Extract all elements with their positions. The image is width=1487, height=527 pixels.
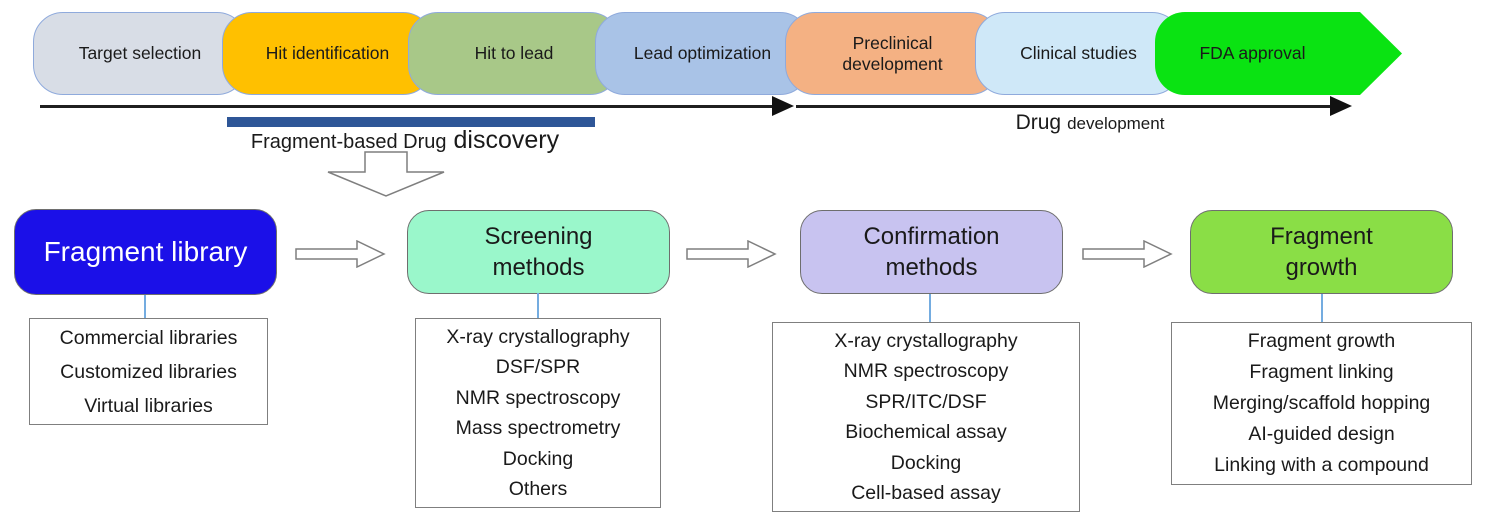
stage-hit-to-lead: Hit to lead — [408, 12, 620, 95]
stage-label: Clinical studies — [1020, 43, 1137, 64]
fragment-growth-box: Fragment growth — [1190, 210, 1453, 294]
list-item: NMR spectroscopy — [455, 386, 621, 409]
stage-hit-identification: Hit identification — [222, 12, 433, 95]
right-arrow-icon — [686, 240, 777, 268]
drug-development-label: Drug development — [990, 111, 1190, 135]
connector-line — [144, 295, 146, 318]
stage-label: Hit to lead — [474, 43, 554, 64]
list-item: DSF/SPR — [495, 356, 581, 378]
list-item: Mass spectrometry — [455, 417, 621, 439]
stage-label: Target selection — [78, 43, 202, 64]
screening-methods-list: X-ray crystallography DSF/SPR NMR spectr… — [415, 318, 661, 508]
group-title-label: Screening methods — [484, 222, 593, 281]
list-item: Biochemical assay — [845, 421, 1007, 443]
fbdd-label: Fragment-based Drug discovery — [235, 126, 575, 155]
list-item: Docking — [890, 451, 962, 474]
stage-clinical-studies: Clinical studies — [975, 12, 1182, 95]
confirmation-methods-box: Confirmation methods — [800, 210, 1063, 294]
stage-fda-approval: FDA approval — [1155, 12, 1402, 95]
drug-development-timeline-line — [796, 105, 1332, 108]
fbdd-label-regular: Fragment-based Drug — [250, 131, 447, 153]
dd-label-large: Drug — [1015, 111, 1062, 134]
list-item: Cell-based assay — [851, 482, 1001, 504]
fragment-library-box: Fragment library — [14, 209, 277, 295]
right-arrow-icon — [1082, 240, 1173, 268]
group-title-label: Fragment growth — [1270, 222, 1373, 281]
stage-target-selection: Target selection — [33, 12, 247, 95]
list-item: Fragment growth — [1247, 330, 1396, 352]
fbdd-highlight-bar — [227, 117, 595, 127]
arrowhead-icon — [772, 96, 794, 116]
list-item: Fragment linking — [1249, 361, 1394, 383]
stage-label: Preclinical development — [842, 33, 943, 74]
right-arrow-icon — [295, 240, 386, 268]
connector-line — [537, 293, 539, 318]
connector-line — [1321, 294, 1323, 322]
list-item: X-ray crystallography — [446, 325, 630, 348]
drug-discovery-timeline-line — [40, 105, 774, 108]
list-item: Commercial libraries — [59, 326, 238, 349]
stage-lead-optimization: Lead optimization — [595, 12, 810, 95]
down-arrow-icon — [327, 151, 445, 197]
list-item: Docking — [502, 447, 574, 470]
list-item: Merging/scaffold hopping — [1212, 392, 1431, 414]
stage-label: Hit identification — [265, 43, 390, 64]
screening-methods-box: Screening methods — [407, 210, 670, 294]
fragment-growth-list: Fragment growth Fragment linking Merging… — [1171, 322, 1472, 485]
stage-preclinical-development: Preclinical development — [785, 12, 1000, 95]
fbdd-label-large: discovery — [453, 126, 560, 154]
list-item: Customized libraries — [60, 360, 237, 383]
stage-label: FDA approval — [1199, 43, 1306, 64]
arrowhead-icon — [1330, 96, 1352, 116]
list-item: Linking with a compound — [1214, 454, 1429, 476]
fragment-library-list: Commercial libraries Customized librarie… — [29, 318, 268, 425]
dd-label-small: development — [1067, 114, 1165, 133]
stage-label: Lead optimization — [633, 43, 772, 64]
list-item: Others — [508, 478, 568, 500]
connector-line — [929, 294, 931, 322]
group-title-label: Confirmation methods — [863, 222, 1000, 281]
confirmation-methods-list: X-ray crystallography NMR spectroscopy S… — [772, 322, 1080, 512]
group-title-label: Fragment library — [43, 235, 248, 267]
list-item: Virtual libraries — [84, 394, 213, 417]
list-item: X-ray crystallography — [834, 329, 1018, 352]
list-item: AI-guided design — [1248, 423, 1395, 445]
list-item: NMR spectroscopy — [843, 360, 1009, 382]
list-item: SPR/ITC/DSF — [865, 390, 987, 413]
